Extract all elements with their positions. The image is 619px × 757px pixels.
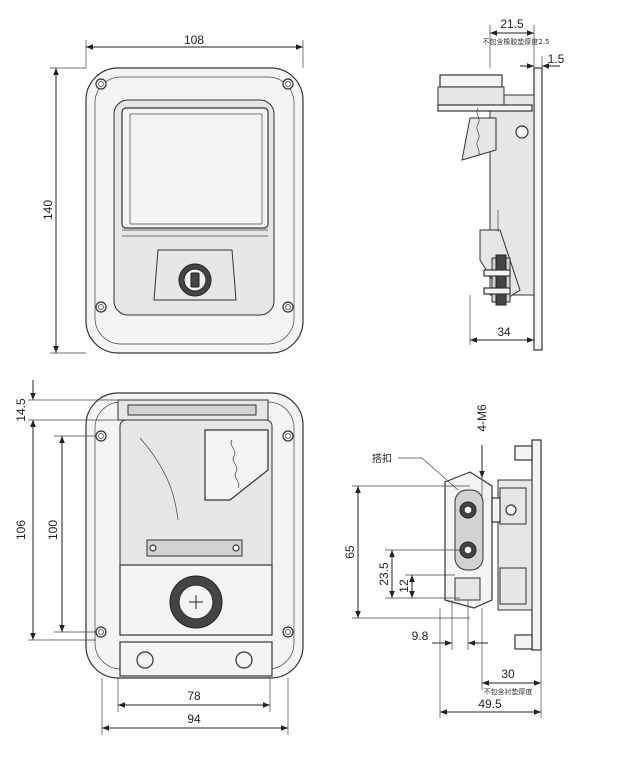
note-excl-gasket-2-5: 不包含橡胶垫厚度2.5 — [482, 37, 549, 46]
dim-back-width-inner: 78 — [187, 689, 201, 703]
dim-back-top-offset: 14.5 — [14, 398, 28, 422]
dim-section-30: 30 — [501, 667, 515, 681]
side-view — [437, 25, 560, 351]
front-view — [50, 40, 304, 354]
dim-back-width-outer: 94 — [187, 712, 201, 726]
dim-section-23-5: 23.5 — [377, 562, 391, 586]
dim-section-49-5: 49.5 — [478, 697, 502, 711]
dim-side-plate: 1.5 — [548, 52, 565, 66]
label-hasp: 搭扣 — [372, 452, 392, 465]
dim-top-width: 108 — [184, 33, 204, 47]
dim-back-height-inner: 100 — [46, 520, 60, 540]
dim-top-height: 140 — [41, 200, 55, 220]
dim-section-9-8: 9.8 — [412, 629, 429, 643]
dim-section-height: 65 — [343, 545, 357, 559]
dim-side-depth: 34 — [497, 325, 511, 339]
section-view — [352, 439, 542, 718]
back-view — [28, 380, 304, 735]
note-excl-gasket: 不包含衬垫厚度 — [484, 687, 533, 696]
dim-thread: 4-M6 — [475, 404, 489, 432]
dim-section-12: 12 — [397, 579, 411, 593]
dim-back-height-outer: 106 — [14, 520, 28, 540]
dim-side-depth-total: 21.5 — [500, 17, 524, 31]
